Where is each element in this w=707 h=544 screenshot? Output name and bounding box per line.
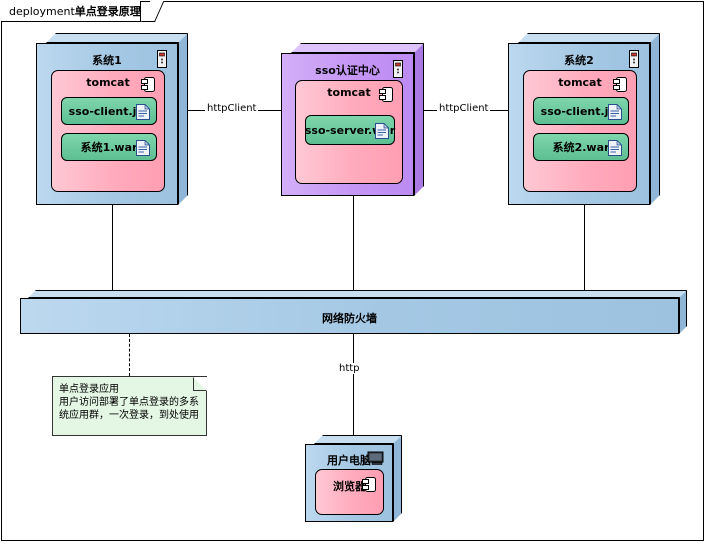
monitor-icon [367, 451, 385, 466]
node-side-face [178, 33, 188, 205]
client-label: 用户电脑 [327, 454, 371, 467]
artifact-label: sso-client.jar [540, 104, 622, 118]
component-icon [613, 76, 628, 93]
firewall-label: 网络防火墙 [322, 312, 377, 325]
connector-system1-firewall [112, 203, 113, 296]
connector-system2-firewall [584, 203, 585, 296]
document-icon [136, 139, 151, 156]
artifact-system2-war[interactable]: 系统2.war [533, 133, 629, 161]
component-icon [141, 76, 156, 93]
node-front-face: sso认证中心 tomcat [281, 53, 414, 196]
note-sso-description: 单点登录应用 用户访问部署了单点登录的多系 统应用群，一次登录，到处使用 [52, 376, 207, 436]
note-line: 用户访问部署了单点登录的多系 [59, 397, 199, 408]
document-icon [136, 103, 151, 120]
node-sso-center[interactable]: sso认证中心 tomcat [281, 43, 424, 196]
frame-keyword: deployment [9, 4, 75, 18]
device-icon [393, 60, 403, 78]
note-line: 统应用群，一次登录，到处使用 [59, 410, 199, 421]
device-icon [629, 50, 639, 68]
artifact-label: sso-server.war [304, 123, 396, 137]
component-tomcat[interactable]: tomcat sso-client.jar [523, 70, 637, 192]
artifact-sso-server-war[interactable]: sso-server.war [305, 115, 395, 145]
artifact-label: 系统1.war [80, 141, 138, 154]
component-tomcat[interactable]: tomcat sso-server.war [295, 80, 403, 184]
document-icon [608, 139, 623, 156]
note-edge [206, 391, 207, 435]
artifact-label: sso-client.jar [68, 104, 150, 118]
node-top-face [518, 33, 660, 43]
node-client-computer[interactable]: 用户电脑 浏览器 [305, 435, 402, 522]
component-label: tomcat [86, 76, 130, 89]
artifact-label: 系统2.war [552, 141, 610, 154]
node-system1[interactable]: 系统1 tomcat [36, 33, 188, 205]
node-system2[interactable]: 系统2 tomcat [508, 33, 660, 205]
node-side-face [414, 43, 424, 196]
connector-label-httpclient-right: httpClient [437, 103, 491, 114]
note-body: 单点登录应用 用户访问部署了单点登录的多系 统应用群，一次登录，到处使用 [53, 377, 207, 435]
artifact-sso-client-jar[interactable]: sso-client.jar [61, 97, 157, 125]
component-icon [362, 476, 377, 493]
artifact-sso-client-jar[interactable]: sso-client.jar [533, 97, 629, 125]
node-label: 系统1 [92, 54, 122, 67]
node-front-face: 网络防火墙 [20, 298, 679, 334]
component-icon [379, 86, 394, 103]
device-icon [157, 50, 167, 68]
artifact-system1-war[interactable]: 系统1.war [61, 133, 157, 161]
node-top-face [314, 435, 402, 444]
node-label: 系统2 [564, 54, 594, 67]
diagram-frame-tab: deployment 单点登录原理 [1, 1, 141, 22]
node-top-face [291, 43, 424, 53]
node-firewall[interactable]: 网络防火墙 [20, 290, 687, 334]
connector-note-firewall [129, 334, 130, 376]
connector-label-httpclient-left: httpClient [205, 103, 259, 114]
node-side-face [650, 33, 660, 205]
node-front-face: 系统2 tomcat [508, 43, 650, 205]
node-front-face: 用户电脑 浏览器 [305, 444, 393, 522]
note-line: 单点登录应用 [59, 384, 119, 395]
component-label: tomcat [327, 86, 371, 99]
connector-firewall-client [353, 334, 354, 435]
connector-sso-firewall [353, 196, 354, 296]
node-top-face [28, 290, 687, 298]
node-front-face: 系统1 tomcat [36, 43, 178, 205]
node-top-face [46, 33, 188, 43]
component-label: tomcat [558, 76, 602, 89]
component-tomcat[interactable]: tomcat sso-client.jar [51, 70, 165, 192]
connector-label-http: http [337, 363, 362, 374]
component-browser[interactable]: 浏览器 [315, 469, 384, 515]
frame-title: 单点登录原理 [74, 5, 141, 18]
document-icon [608, 103, 623, 120]
note-corner [193, 377, 207, 391]
node-label: sso认证中心 [315, 64, 380, 77]
document-icon [375, 122, 390, 139]
component-label: 浏览器 [333, 480, 366, 493]
